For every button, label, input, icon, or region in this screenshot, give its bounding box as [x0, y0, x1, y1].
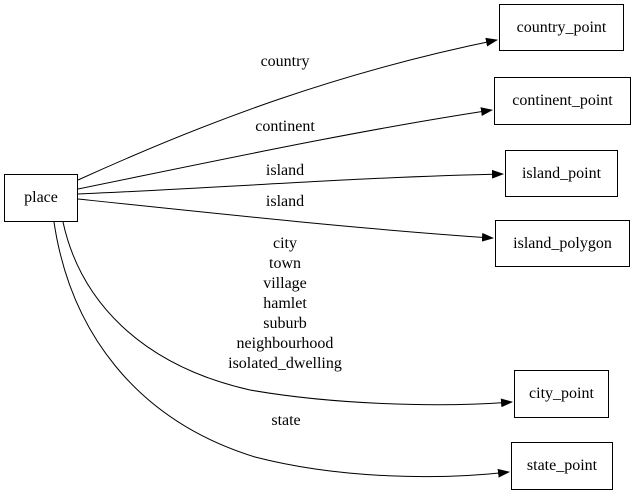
node-place-label: place	[24, 189, 58, 206]
node-country-point-label: country_point	[516, 18, 607, 36]
node-state-point: state_point	[511, 442, 613, 490]
node-continent-point-label: continent_point	[512, 92, 613, 109]
edge-label-state: state	[271, 412, 301, 429]
edge-label-city-point-group: city town village hamlet suburb neighbou…	[228, 234, 342, 374]
edge-label-suburb: suburb	[263, 315, 307, 332]
edge-label-city: city	[272, 235, 297, 252]
node-state-point-label: state_point	[526, 457, 598, 474]
node-island-polygon: island_polygon	[495, 220, 630, 267]
node-place: place	[4, 174, 78, 222]
node-city-point: city_point	[514, 370, 609, 418]
edge-place-country-point	[77, 37, 498, 181]
edge-place-city-point	[62, 221, 513, 408]
edge-label-hamlet: hamlet	[263, 295, 307, 312]
node-city-point-label: city_point	[529, 385, 594, 402]
edge-label-village: village	[263, 275, 307, 292]
node-continent-point: continent_point	[494, 77, 631, 125]
edge-place-island-polygon	[77, 198, 494, 242]
edge-label-continent: continent	[255, 118, 315, 135]
edge-label-country: country	[260, 53, 310, 70]
edge-label-island-point: island	[265, 162, 305, 179]
node-island-point: island_point	[505, 150, 618, 197]
node-island-polygon-label: island_polygon	[513, 234, 612, 252]
edge-place-state-point	[53, 221, 510, 478]
node-country-point: country_point	[499, 4, 624, 51]
edge-place-continent-point	[77, 107, 493, 190]
edge-label-neighbourhood: neighbourhood	[236, 335, 334, 352]
edge-place-island-point	[77, 169, 504, 195]
edge-label-island-polygon: island	[265, 193, 305, 210]
node-island-point-label: island_point	[521, 164, 602, 182]
edge-label-isolated-dwelling: isolated_dwelling	[228, 355, 342, 372]
edge-label-town: town	[268, 255, 301, 272]
